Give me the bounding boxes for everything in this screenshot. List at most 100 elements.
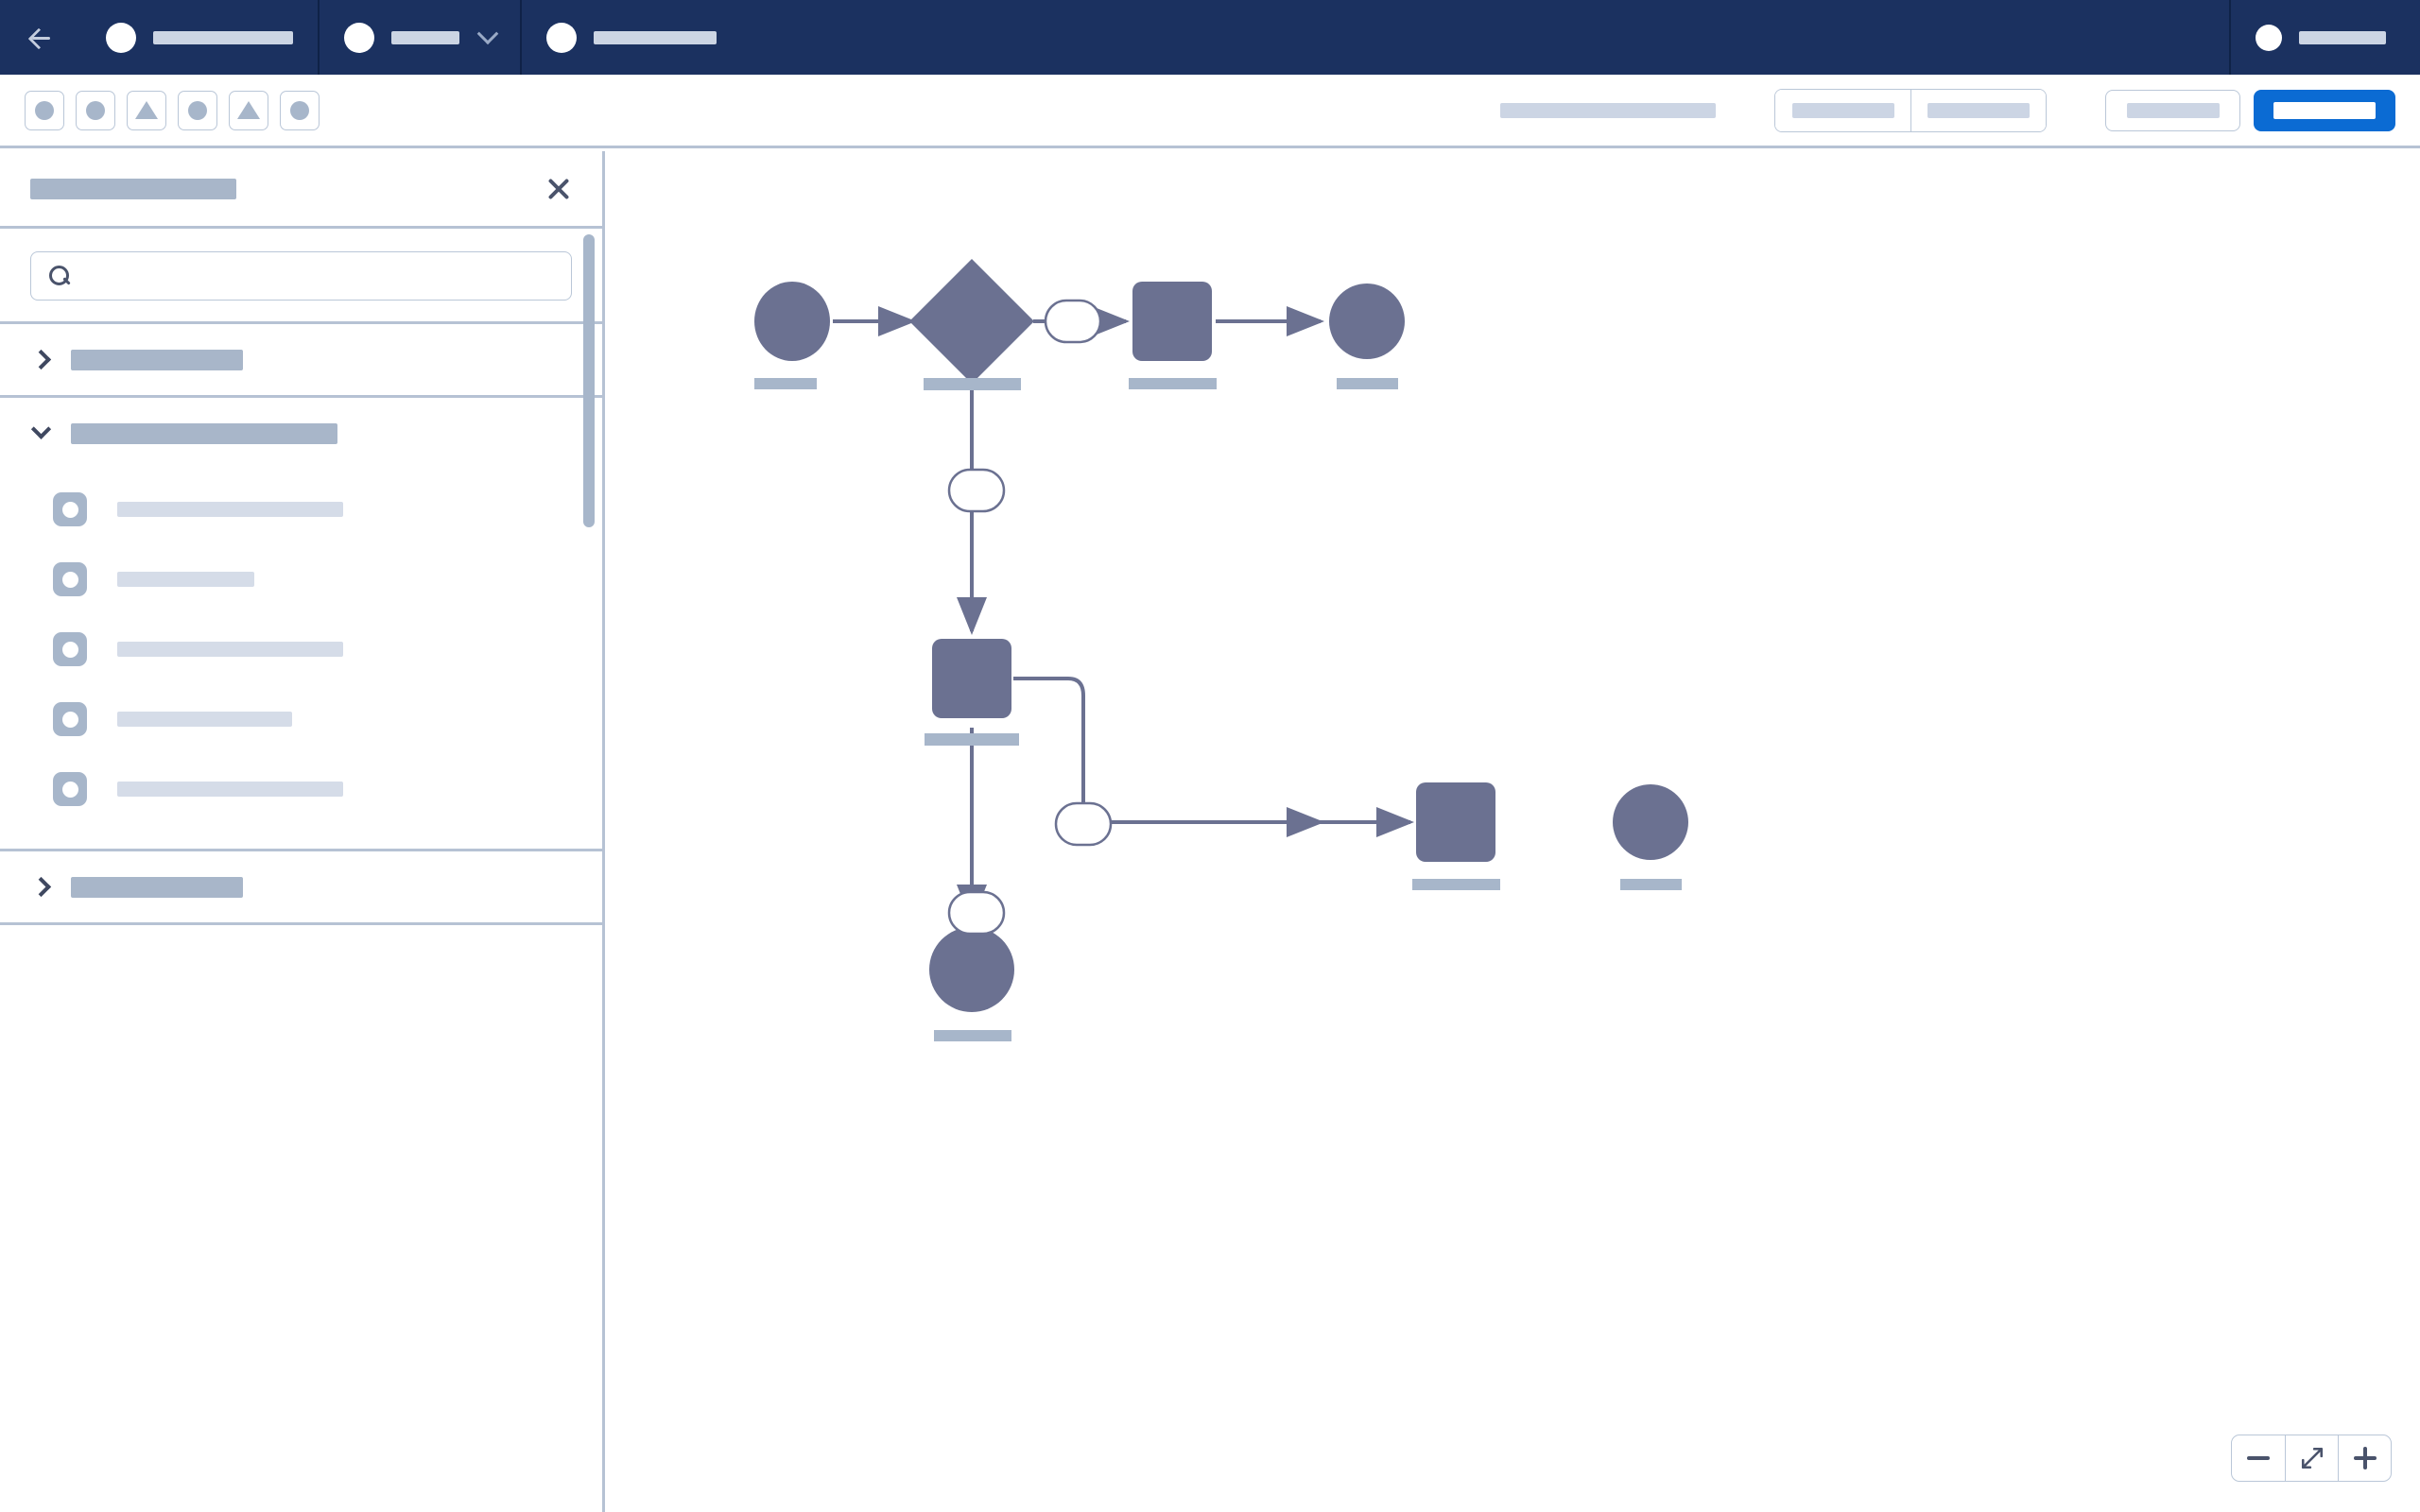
search-input[interactable] <box>82 266 554 285</box>
tool-node[interactable] <box>76 90 115 130</box>
section-collapsed-bottom <box>0 849 602 922</box>
rounded-square-circle-icon <box>53 772 87 806</box>
node-task-c-label <box>1412 879 1500 890</box>
node-task-b-label <box>925 733 1019 746</box>
list-item-label <box>117 572 254 587</box>
rounded-square-circle-icon <box>53 632 87 666</box>
list-item-label <box>117 712 292 727</box>
section-item-list <box>0 469 602 849</box>
tool-marker[interactable] <box>178 90 217 130</box>
topbar-item-2-label <box>391 30 459 44</box>
avatar <box>2256 24 2282 51</box>
edge-path-dup <box>1013 679 1410 822</box>
node-end-a[interactable] <box>1329 284 1405 359</box>
zoom-in-button[interactable] <box>2338 1435 2391 1481</box>
secondary-button[interactable] <box>2105 89 2240 131</box>
nodes-group <box>754 259 1688 1041</box>
tool-shape[interactable] <box>127 90 166 130</box>
left-panel <box>0 151 605 1512</box>
secondary-button-label <box>2126 102 2220 118</box>
tool-arrow[interactable] <box>229 90 268 130</box>
edge-label-4[interactable] <box>947 890 1006 936</box>
node-task-a[interactable] <box>1132 282 1212 361</box>
panel-empty-area <box>0 922 602 1512</box>
list-item[interactable] <box>0 544 602 614</box>
account-menu[interactable] <box>2229 0 2420 75</box>
search-icon <box>48 265 71 287</box>
section-expanded <box>0 395 602 849</box>
back-button[interactable] <box>0 0 81 75</box>
rounded-square-circle-icon <box>53 702 87 736</box>
triangle-icon <box>237 101 260 119</box>
list-item-label <box>117 642 343 657</box>
section-collapsed-bottom-header[interactable] <box>0 851 602 922</box>
panel-header <box>0 151 602 229</box>
segment-left[interactable] <box>1775 89 1910 131</box>
tool-select[interactable] <box>25 90 64 130</box>
topbar-item-3-label <box>594 30 717 44</box>
zoom-controls <box>2231 1435 2392 1482</box>
edges-group <box>833 306 1410 922</box>
minus-icon <box>2247 1456 2270 1460</box>
node-end-b-label <box>1620 879 1682 890</box>
flowchart-svg <box>754 259 1688 1041</box>
edge-labels-group <box>947 299 1113 936</box>
circle-icon <box>35 100 54 120</box>
tool-more[interactable] <box>280 90 320 130</box>
zoom-fit-button[interactable] <box>2285 1435 2338 1481</box>
panel-title <box>30 178 236 199</box>
topbar-item-1[interactable] <box>81 0 320 75</box>
edge-label-1[interactable] <box>1044 299 1102 344</box>
section-expanded-header[interactable] <box>0 398 602 469</box>
node-start[interactable] <box>754 282 830 361</box>
zoom-out-button[interactable] <box>2232 1435 2285 1481</box>
node-end-c[interactable] <box>929 927 1014 1012</box>
node-decision-label <box>924 378 1021 390</box>
section-collapsed-top-header[interactable] <box>0 324 602 395</box>
section-collapsed-bottom-title <box>71 876 243 898</box>
fit-screen-icon <box>2301 1447 2323 1469</box>
account-label <box>2299 30 2386 44</box>
search-container <box>0 229 602 321</box>
list-item-label <box>117 502 343 517</box>
chevron-down-icon[interactable] <box>476 22 499 44</box>
list-item[interactable] <box>0 474 602 544</box>
primary-button-label <box>2273 101 2376 119</box>
chevron-down-icon <box>30 419 52 439</box>
rounded-square-circle-icon <box>53 492 87 526</box>
triangle-icon <box>135 101 158 119</box>
editor-toolbar <box>0 75 2420 148</box>
topbar-item-2[interactable] <box>320 0 522 75</box>
sidebar-scrollbar[interactable] <box>583 234 595 527</box>
edge-label-2[interactable] <box>947 468 1006 513</box>
avatar <box>344 22 374 53</box>
list-item[interactable] <box>0 614 602 684</box>
close-icon[interactable] <box>542 172 576 206</box>
node-task-c[interactable] <box>1416 782 1495 862</box>
section-collapsed-top <box>0 321 602 395</box>
primary-button[interactable] <box>2254 89 2395 131</box>
edge-label-3[interactable] <box>1054 801 1113 847</box>
toolbar-status-text <box>1500 102 1716 118</box>
segment-right[interactable] <box>1910 89 2046 131</box>
node-start-label <box>754 378 817 389</box>
node-end-b[interactable] <box>1613 784 1688 860</box>
section-expanded-title <box>71 422 337 444</box>
circle-icon <box>86 100 105 120</box>
chevron-right-icon <box>30 876 52 898</box>
top-navigation-bar <box>0 0 2420 75</box>
node-decision[interactable] <box>909 259 1034 384</box>
node-end-c-label <box>934 1030 1011 1041</box>
list-item[interactable] <box>0 684 602 754</box>
node-task-b[interactable] <box>932 639 1011 718</box>
node-end-a-label <box>1337 378 1398 389</box>
segmented-control <box>1774 88 2047 132</box>
topbar-item-3[interactable] <box>522 0 741 75</box>
search-box[interactable] <box>30 251 572 301</box>
list-item[interactable] <box>0 754 602 824</box>
circle-icon <box>290 100 309 120</box>
list-item-label <box>117 782 343 797</box>
toolbar-right-group <box>1500 88 2395 132</box>
diagram-canvas[interactable] <box>608 151 2420 1512</box>
segment-right-label <box>1927 102 2030 118</box>
